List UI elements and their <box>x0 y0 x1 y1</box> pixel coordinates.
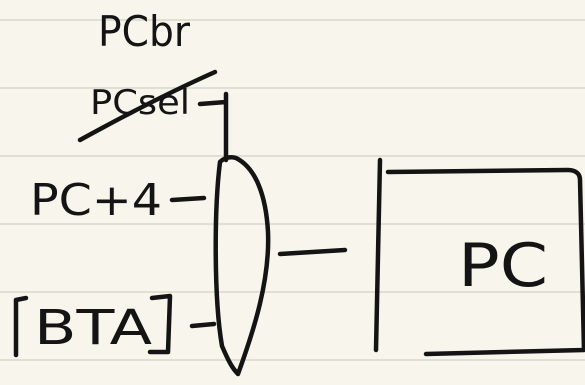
pc-sel-select-wire <box>197 91 229 163</box>
pc-register-left-edge <box>373 157 383 353</box>
pc-sel-strikethrough <box>77 69 218 143</box>
multiplexer <box>213 154 271 377</box>
bta-label: BTA <box>34 300 152 356</box>
pc-register-label: PC <box>458 231 548 301</box>
bta-right-bracket <box>147 293 173 355</box>
bta-input-wire <box>189 321 217 329</box>
bta-left-bracket <box>13 295 29 358</box>
mux-output-wire <box>277 247 348 257</box>
pc-register <box>385 167 585 357</box>
pc-plus-4-label: PC+4 <box>30 175 162 226</box>
pc-br-label: PCbr <box>98 7 191 56</box>
ruled-lines <box>0 19 585 361</box>
pc-plus-4-input-wire <box>169 195 207 203</box>
